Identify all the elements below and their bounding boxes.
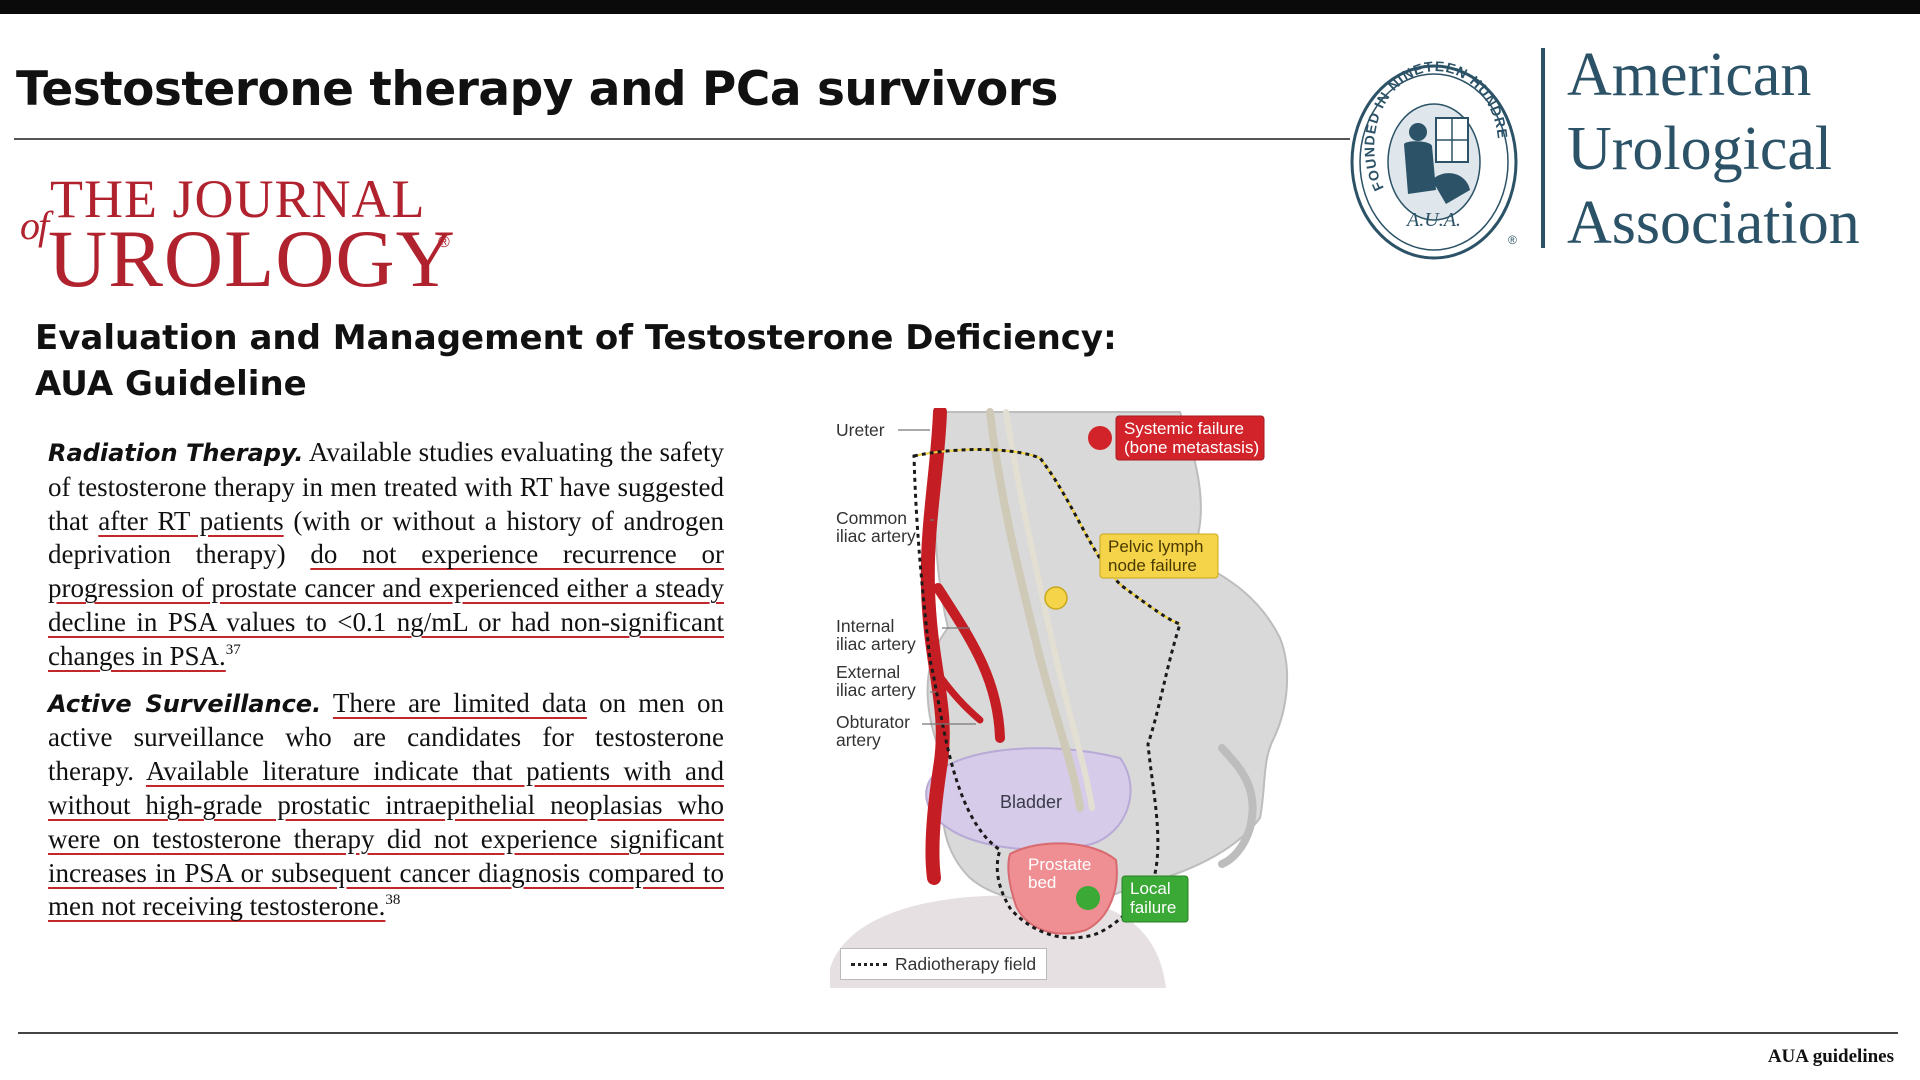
- label-common-iliac-1: Common: [836, 508, 907, 528]
- radiotherapy-field-legend: Radiotherapy field: [840, 948, 1048, 980]
- guideline-excerpt: Radiation Therapy. Available studies eva…: [48, 436, 724, 937]
- journal-of-urology-logo: of THE JOURNAL UROLOGY ®: [20, 168, 460, 304]
- radiation-underlined-2: do not experience recurrence or progress…: [48, 539, 724, 671]
- label-bladder: Bladder: [1000, 792, 1062, 812]
- guideline-title-line-1: Evaluation and Management of Testosteron…: [35, 318, 1117, 358]
- slide-title: Testosterone therapy and PCa survivors: [16, 62, 1058, 117]
- aua-seal-registered-mark: ®: [1508, 233, 1517, 247]
- local-failure-callout: [1121, 875, 1189, 923]
- coccyx-shape: [1218, 744, 1257, 868]
- title-divider: [14, 138, 1350, 140]
- pelvic-lymph-node-failure-callout: [1099, 533, 1219, 579]
- ureter-shape-2: [1003, 409, 1095, 811]
- systemic-failure-label-1: Systemic failure: [1124, 419, 1244, 438]
- radiotherapy-field-outline-yellow: [913, 448, 1181, 625]
- active-surveillance-paragraph: Active Surveillance. There are limited d…: [48, 687, 724, 925]
- aua-seal-monogram: A.U.A.: [1405, 209, 1461, 231]
- bottom-divider: [18, 1032, 1898, 1034]
- pelvic-lymph-node-failure-marker: [1044, 586, 1068, 610]
- journal-logo-of: of: [20, 203, 49, 248]
- label-internal-iliac-2: iliac artery: [836, 634, 916, 654]
- footer-source: AUA guidelines: [1767, 1046, 1894, 1067]
- label-obturator-1: Obturator: [836, 712, 910, 732]
- journal-logo-urology: UROLOGY: [48, 213, 456, 304]
- systemic-failure-callout: [1115, 415, 1265, 461]
- aua-name-line-3: Association: [1567, 189, 1860, 257]
- guideline-title-line-2: AUA Guideline: [35, 364, 307, 404]
- label-ureter: Ureter: [836, 420, 885, 440]
- radiation-text-2: (with or without a history of androgen d…: [48, 505, 724, 570]
- aua-name-line-2: Urological: [1567, 115, 1833, 183]
- prostate-bed-shape: [1007, 842, 1118, 935]
- label-common-iliac-2: iliac artery: [836, 526, 916, 546]
- guideline-title: Evaluation and Management of Testosteron…: [35, 315, 1117, 407]
- journal-logo-the-journal: THE JOURNAL: [50, 169, 426, 229]
- legend-dashed-line-icon: [851, 962, 887, 966]
- label-external-iliac-2: iliac artery: [836, 680, 916, 700]
- journal-logo-registered-mark: ®: [438, 234, 450, 251]
- surveillance-underlined-1: There are limited data: [332, 687, 587, 718]
- radiation-underlined-1: after RT patients: [98, 505, 284, 536]
- surveillance-reference: 38: [385, 892, 401, 909]
- radiation-therapy-heading: Radiation Therapy.: [48, 439, 304, 467]
- ureter-shape: [986, 408, 1084, 812]
- local-failure-marker: [1076, 886, 1100, 910]
- legend-label: Radiotherapy field: [895, 953, 1037, 974]
- aua-logo-divider: [1541, 48, 1545, 248]
- top-black-bar: [0, 0, 1920, 14]
- active-surveillance-heading: Active Surveillance.: [48, 689, 322, 718]
- local-failure-label-2: failure: [1130, 898, 1176, 917]
- surveillance-text-1: [321, 688, 333, 718]
- systemic-failure-marker: [1088, 426, 1112, 450]
- label-obturator-2: artery: [836, 730, 881, 750]
- pelvic-radiotherapy-figure: Systemic failure (bone metastasis) Pelvi…: [830, 408, 1300, 988]
- radiation-text-1: Available studies evaluating the safety …: [48, 437, 724, 536]
- obturator-artery: [930, 664, 984, 724]
- local-failure-label-1: Local: [1130, 879, 1171, 898]
- pelvic-lymph-label-2: node failure: [1108, 556, 1197, 575]
- pelvic-lymph-label-1: Pelvic lymph: [1108, 537, 1203, 556]
- aua-name: American Urological Association: [1567, 38, 1917, 260]
- aua-seal-logo: FOUNDED IN NINETEEN HUNDRED TWO A.U.A. ®: [1341, 27, 1528, 260]
- label-external-iliac-1: External: [836, 662, 900, 682]
- label-internal-iliac-1: Internal: [836, 616, 894, 636]
- radiation-therapy-paragraph: Radiation Therapy. Available studies eva…: [48, 436, 724, 674]
- systemic-failure-label-2: (bone metastasis): [1124, 438, 1259, 457]
- internal-iliac-artery: [933, 583, 1005, 743]
- surveillance-underlined-2: Available literature indicate that patie…: [48, 756, 724, 922]
- radiation-reference: 37: [225, 641, 241, 658]
- label-prostate-bed-1: Prostate: [1028, 855, 1091, 874]
- aua-name-line-1: American: [1567, 41, 1812, 109]
- label-prostate-bed-2: bed: [1028, 873, 1056, 892]
- surveillance-text-2: on men on active surveillance who are ca…: [48, 687, 724, 787]
